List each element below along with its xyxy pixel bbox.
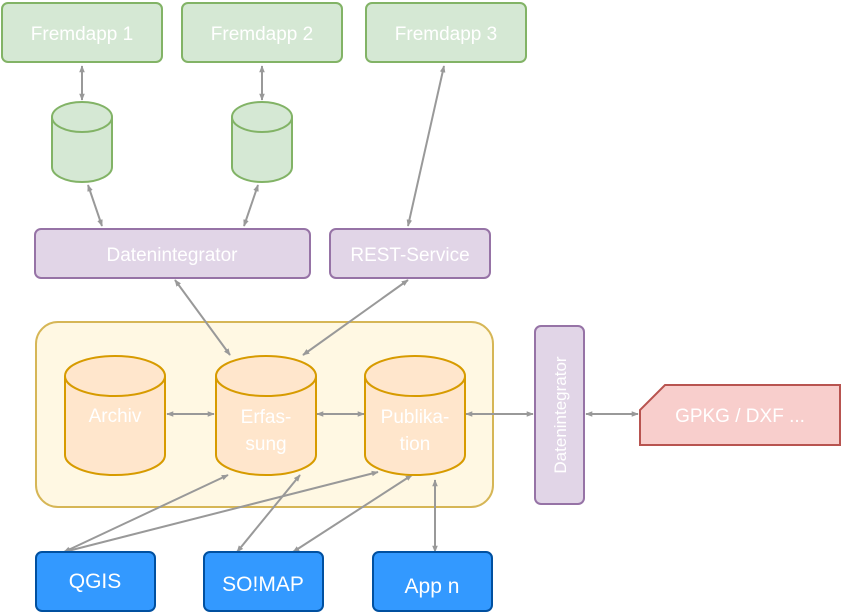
archiv-db: Archiv (64, 355, 166, 476)
erfassung-db-top (215, 355, 317, 397)
connectors (63, 65, 639, 554)
client-app-n: App n (372, 551, 493, 612)
client-app-n-box (372, 551, 493, 612)
client-app-n-label: App n (405, 575, 460, 598)
arrow-rest-erfassung (302, 279, 409, 356)
archiv-db-label: Archiv (89, 406, 142, 427)
datenintegrator-top: Datenintegrator (34, 228, 311, 279)
arrow-integrator-erfassung (174, 279, 231, 356)
external-app-3-label: Fremdapp 3 (395, 24, 497, 45)
external-db-2 (231, 101, 293, 183)
external-db-1-body (51, 117, 113, 183)
client-somap-box (203, 551, 324, 612)
datenintegrator-top-label: Datenintegrator (107, 245, 239, 266)
external-app-2-box (181, 2, 343, 63)
arrow-app3-rest (406, 65, 446, 227)
arrow-somap-erfassung (236, 474, 301, 553)
datenintegrator-right: Datenintegrator (534, 325, 585, 505)
publikation-db-body (364, 376, 466, 476)
external-app-2-label: Fremdapp 2 (211, 24, 313, 45)
erfassung-db-label-2: sung (245, 434, 286, 455)
rest-service-box (329, 228, 491, 279)
erfassung-db-label-1: Erfas- (241, 407, 292, 428)
export-formats: GPKG / DXF ... (639, 384, 841, 446)
publikation-db-label-2: tion (400, 434, 431, 455)
publikation-db: Publika- tion (364, 355, 466, 476)
client-qgis-box (35, 551, 156, 612)
external-db-2-body (231, 117, 293, 183)
erfassung-db-body (215, 376, 317, 476)
client-qgis: QGIS (35, 551, 156, 612)
external-app-2: Fremdapp 2 (181, 2, 343, 63)
client-somap: SO!MAP (203, 551, 324, 612)
publikation-db-label-1: Publika- (381, 407, 450, 428)
external-app-1-box (1, 2, 163, 63)
archiv-db-body (64, 376, 166, 476)
rest-service-label: REST-Service (350, 245, 469, 266)
datenintegrator-right-box (534, 325, 585, 505)
external-app-3-box (365, 2, 527, 63)
client-qgis-label: QGIS (69, 570, 122, 593)
export-formats-label: GPKG / DXF ... (675, 406, 805, 427)
archiv-db-top (64, 355, 166, 397)
external-app-1-label: Fremdapp 1 (31, 24, 133, 45)
external-db-1-top (51, 101, 113, 133)
datenintegrator-right-label: Datenintegrator (551, 356, 570, 474)
external-app-1: Fremdapp 1 (1, 2, 163, 63)
publikation-db-top (364, 355, 466, 397)
export-formats-shape (639, 384, 841, 446)
external-db-2-top (231, 101, 293, 133)
arrow-db1-integrator (87, 184, 103, 227)
arrow-db2-integrator (243, 184, 259, 227)
rest-service: REST-Service (329, 228, 491, 279)
client-somap-label: SO!MAP (222, 573, 304, 596)
erfassung-db: Erfas- sung (215, 355, 317, 476)
external-db-1 (51, 101, 113, 183)
arrow-somap-publikation (292, 474, 413, 553)
external-app-3: Fremdapp 3 (365, 2, 527, 63)
datenintegrator-top-box (34, 228, 311, 279)
